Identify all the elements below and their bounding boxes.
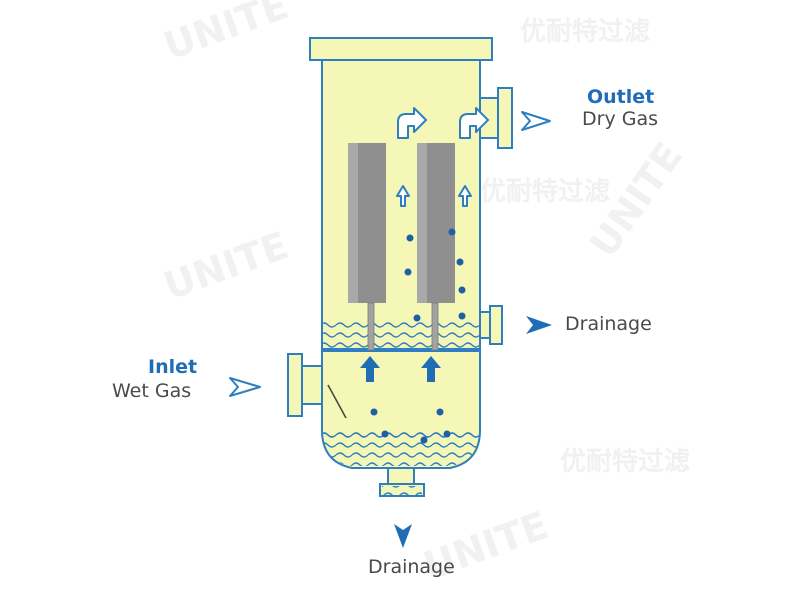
watermark-text: UNITE xyxy=(158,0,294,68)
inlet-subtitle: Wet Gas xyxy=(112,380,192,402)
filter-element-right xyxy=(417,143,455,351)
lower-liquid-layer-top xyxy=(323,430,479,442)
upper-coalescing-layer xyxy=(323,322,479,348)
outflow-arrow-icon xyxy=(397,107,489,139)
upflow-arrow-icon xyxy=(396,185,472,207)
inlet-title: Inlet xyxy=(148,356,198,378)
droplets xyxy=(370,228,466,444)
vessel-top-cap xyxy=(309,37,493,61)
inlet-flange xyxy=(287,353,303,417)
filter-element-left xyxy=(348,143,386,351)
side-drainage-label: Drainage xyxy=(565,313,652,335)
watermark-cjk: 优耐特过滤 xyxy=(520,16,650,47)
outlet-subtitle: Dry Gas xyxy=(582,108,658,130)
side-drain-flange xyxy=(489,305,503,345)
outlet-flange xyxy=(497,87,513,149)
inflow-arrow-icon xyxy=(360,356,441,382)
outlet-arrow-icon xyxy=(521,111,551,131)
side-drain-arrow-icon xyxy=(526,316,552,334)
watermark-text: UNITE xyxy=(158,223,294,308)
inlet-baffle xyxy=(327,384,347,419)
drain-arrow-icon xyxy=(394,524,412,548)
bottom-drainage-label: Drainage xyxy=(368,556,455,578)
watermark-cjk: 优耐特过滤 xyxy=(560,446,690,477)
bottom-drain-wave xyxy=(382,486,422,495)
inlet-arrow-icon xyxy=(229,377,261,397)
watermark-cjk: 优耐特过滤 xyxy=(480,176,610,207)
outlet-title: Outlet xyxy=(587,86,655,108)
